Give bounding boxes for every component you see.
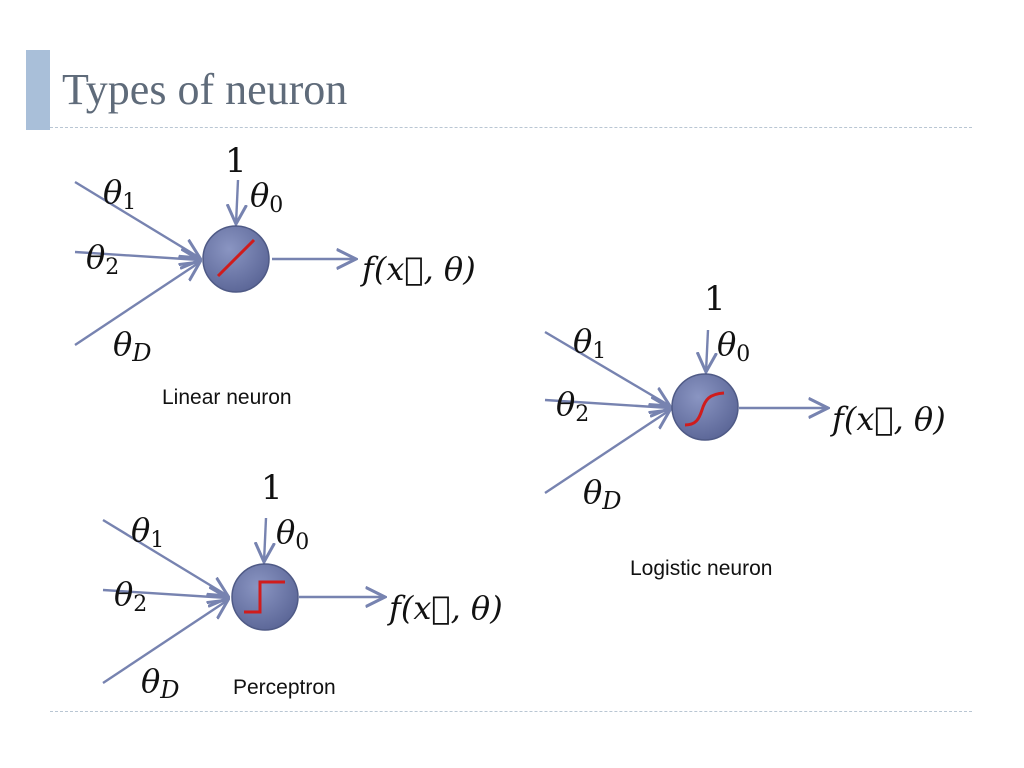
bias-input-label: 1	[704, 279, 726, 319]
bias-weight-label: θ0	[276, 513, 309, 555]
weight-label-2: θ2	[556, 385, 589, 427]
input-edge-2	[544, 400, 670, 408]
input-edge-2	[102, 590, 228, 598]
input-edge-1	[74, 180, 200, 258]
linear-neuron: 1 θ0 θ1 θ2 θD f(x⃗, θ) Linear neuron	[74, 141, 476, 409]
bias-input-label: 1	[225, 141, 247, 181]
input-edge-2	[74, 252, 200, 260]
input-edge-d	[544, 410, 670, 494]
footer-divider	[50, 711, 972, 712]
weight-label-1: θ1	[131, 511, 164, 553]
neuron-node	[671, 373, 739, 441]
sigmoid-activation-icon	[684, 391, 725, 427]
input-edge-1	[102, 518, 228, 596]
weight-label-d: θD	[583, 473, 622, 515]
neuron-caption: Logistic neuron	[630, 557, 772, 580]
input-edge-1	[544, 330, 670, 406]
output-label: f(x⃗, θ)	[360, 250, 476, 288]
linear-activation-icon	[216, 238, 256, 278]
output-label: f(x⃗, θ)	[387, 589, 503, 627]
weight-label-1: θ1	[103, 173, 136, 215]
weight-label-d: θD	[113, 325, 152, 367]
output-label: f(x⃗, θ)	[830, 400, 946, 438]
title-divider	[50, 127, 972, 128]
input-edge-d	[102, 600, 228, 684]
bias-edge	[264, 517, 266, 562]
neuron-caption: Perceptron	[233, 676, 336, 699]
bias-edge	[706, 329, 708, 372]
perceptron-neuron: 1 θ0 θ1 θ2 θD f(x⃗, θ) Perceptron	[102, 468, 503, 704]
bias-edge	[236, 179, 238, 224]
bias-input-label: 1	[261, 468, 283, 508]
weight-label-2: θ2	[86, 238, 119, 280]
neuron-caption: Linear neuron	[162, 386, 292, 409]
slide-title: Types of neuron	[62, 65, 348, 114]
bias-weight-label: θ0	[250, 176, 283, 218]
step-activation-icon	[244, 580, 285, 614]
title-accent-bar	[26, 50, 50, 130]
logistic-neuron: 1 θ0 θ1 θ2 θD f(x⃗, θ) Logistic neuron	[544, 279, 946, 580]
weight-label-2: θ2	[114, 575, 147, 617]
neuron-node	[231, 563, 299, 631]
weight-label-d: θD	[141, 662, 180, 704]
input-edge-d	[74, 262, 200, 346]
weight-label-1: θ1	[573, 322, 606, 364]
bias-weight-label: θ0	[717, 325, 750, 367]
